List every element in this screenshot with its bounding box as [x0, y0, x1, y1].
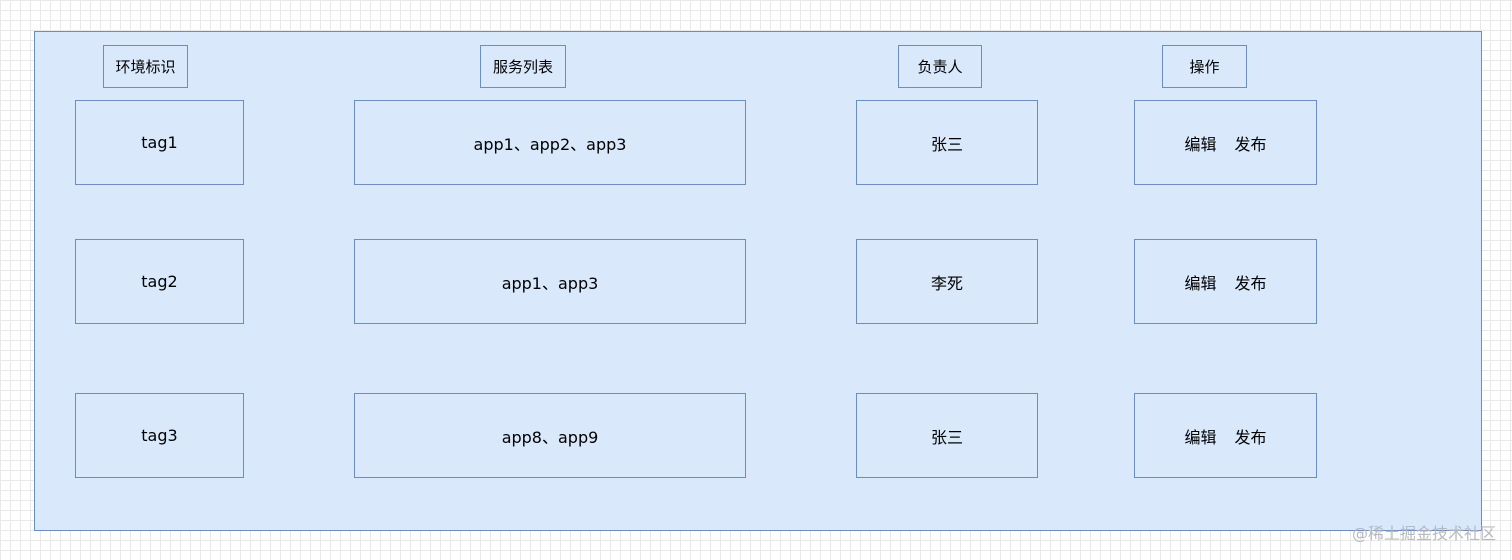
row-1-publish-button[interactable]: 发布: [1234, 134, 1267, 154]
row-3-env-tag: tag3: [75, 393, 244, 478]
header-actions: 操作: [1162, 45, 1247, 88]
watermark: @稀土掘金技术社区: [1351, 524, 1496, 543]
row-2-edit-button[interactable]: 编辑: [1184, 273, 1217, 293]
row-2-actions: 编辑 发布: [1134, 239, 1317, 324]
row-2-services: app1、app3: [354, 239, 746, 324]
row-1-owner: 张三: [856, 100, 1038, 185]
row-1-services: app1、app2、app3: [354, 100, 746, 185]
header-env-tag: 环境标识: [103, 45, 188, 88]
row-1-env-tag: tag1: [75, 100, 244, 185]
header-service-list: 服务列表: [480, 45, 566, 88]
row-1-actions: 编辑 发布: [1134, 100, 1317, 185]
row-3-actions: 编辑 发布: [1134, 393, 1317, 478]
row-3-owner: 张三: [856, 393, 1038, 478]
row-3-services: app8、app9: [354, 393, 746, 478]
row-2-owner: 李死: [856, 239, 1038, 324]
header-owner: 负责人: [898, 45, 982, 88]
row-1-edit-button[interactable]: 编辑: [1184, 134, 1217, 154]
row-3-publish-button[interactable]: 发布: [1234, 427, 1267, 447]
row-2-publish-button[interactable]: 发布: [1234, 273, 1267, 293]
row-3-edit-button[interactable]: 编辑: [1184, 427, 1217, 447]
row-2-env-tag: tag2: [75, 239, 244, 324]
